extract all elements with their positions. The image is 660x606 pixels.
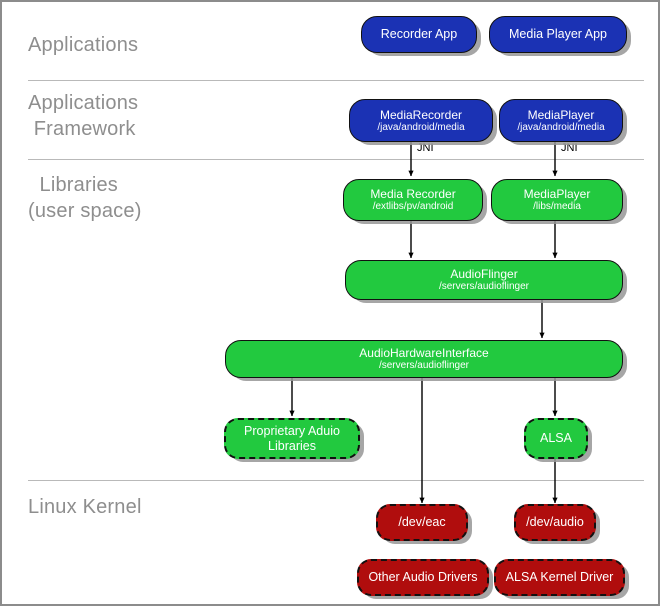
divider-applications — [28, 80, 644, 81]
layer-label-applications-framework: Applications Framework — [28, 92, 139, 140]
node-alsa[interactable]: ALSA — [524, 418, 588, 459]
node-title: MediaPlayer — [527, 107, 595, 122]
node-title: MediaRecorder — [379, 107, 463, 122]
node-title: ALSA Kernel Driver — [505, 570, 614, 584]
node-title: MediaPlayer — [523, 187, 591, 201]
layer-label-applications: Applications — [28, 34, 139, 56]
layer-label-linux-kernel: Linux Kernel — [28, 496, 142, 518]
node-media-player-library[interactable]: MediaPlayer /libs/media — [491, 179, 623, 221]
node-dev-eac[interactable]: /dev/eac — [376, 504, 468, 541]
node-title: /dev/eac — [398, 515, 446, 529]
node-media-player-framework[interactable]: MediaPlayer /java/android/media — [499, 99, 623, 142]
node-title: Other Audio Drivers — [368, 570, 478, 584]
node-subtitle: /java/android/media — [377, 121, 465, 133]
node-title: Media Recorder — [370, 187, 456, 201]
node-media-player-app[interactable]: Media Player App — [489, 16, 627, 53]
node-other-audio-drivers[interactable]: Other Audio Drivers — [357, 559, 489, 596]
node-subtitle: /servers/audioflinger — [378, 360, 470, 371]
node-subtitle: /extlibs/pv/android — [372, 201, 454, 212]
edge-label-jni-right: JNI — [561, 142, 578, 154]
node-alsa-kernel-driver[interactable]: ALSA Kernel Driver — [494, 559, 625, 596]
node-title: AudioFlinger — [450, 267, 518, 281]
node-title: Recorder App — [380, 27, 458, 41]
node-audiohardwareinterface[interactable]: AudioHardwareInterface /servers/audiofli… — [225, 340, 623, 378]
node-proprietary-audio-libraries[interactable]: Proprietary Aduio Libraries — [224, 418, 360, 459]
divider-framework — [28, 159, 644, 160]
node-dev-audio[interactable]: /dev/audio — [514, 504, 596, 541]
node-subtitle: /libs/media — [533, 201, 581, 212]
node-title: /dev/audio — [526, 515, 584, 529]
node-media-recorder-framework[interactable]: MediaRecorder /java/android/media — [349, 99, 493, 142]
node-recorder-app[interactable]: Recorder App — [361, 16, 477, 53]
node-subtitle: /java/android/media — [517, 121, 605, 133]
node-title: Proprietary Aduio Libraries — [244, 423, 340, 453]
node-audioflinger[interactable]: AudioFlinger /servers/audioflinger — [345, 260, 623, 300]
node-title: Media Player App — [509, 27, 607, 41]
node-title: ALSA — [540, 431, 572, 445]
node-title: AudioHardwareInterface — [359, 346, 489, 360]
edge-label-jni-left: JNI — [417, 142, 434, 154]
node-media-recorder-library[interactable]: Media Recorder /extlibs/pv/android — [343, 179, 483, 221]
node-subtitle: /servers/audioflinger — [438, 281, 530, 292]
layer-label-libraries: Libraries (user space) — [28, 174, 142, 222]
divider-libraries — [28, 480, 644, 481]
